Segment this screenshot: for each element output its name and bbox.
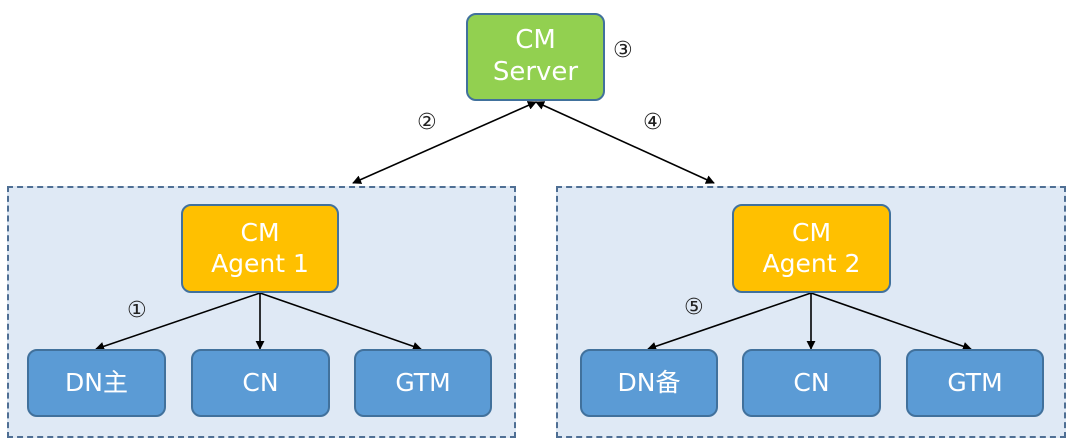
cm-agent-1-line1: CM — [240, 218, 280, 247]
cm-server-line1: CM — [515, 25, 556, 56]
dn-primary-label: DN主 — [65, 367, 128, 397]
cm-agent-2-line1: CM — [791, 218, 832, 247]
link-agent2-dn — [647, 292, 812, 351]
gtm-node-1: GTM — [354, 349, 492, 417]
link-server-agent2 — [535, 101, 715, 184]
link-agent1-gtm — [259, 292, 422, 351]
cm-server-node: CM Server — [466, 13, 605, 101]
step-marker-4: ④ — [643, 110, 663, 135]
step-marker-5: ⑤ — [684, 295, 704, 320]
step-marker-3: ③ — [613, 38, 633, 63]
cm-agent-2-node: CM Agent 2 — [732, 204, 891, 293]
cm-agent-2-line2: Agent 2 — [762, 248, 861, 278]
dn-standby-label: DN备 — [617, 367, 681, 397]
step-marker-2: ② — [417, 110, 437, 135]
cm-server-line2: Server — [492, 57, 579, 87]
link-agent1-dn — [95, 292, 261, 351]
cm-agent-1-line2: Agent 1 — [211, 248, 309, 278]
cn-node-2-label: CN — [793, 367, 830, 397]
cn-node-1: CN — [191, 349, 330, 417]
gtm-node-2: GTM — [906, 349, 1044, 417]
link-agent2-gtm — [810, 292, 972, 351]
step-marker-1: ① — [127, 298, 147, 323]
link-server-agent1 — [352, 101, 537, 184]
cn-node-2: CN — [742, 349, 881, 417]
cm-agent-1-node: CM Agent 1 — [181, 204, 339, 293]
gtm-node-1-label: GTM — [395, 367, 451, 397]
gtm-node-2-label: GTM — [947, 367, 1003, 397]
cn-node-1-label: CN — [242, 367, 279, 397]
dn-primary-node: DN主 — [27, 349, 166, 417]
dn-standby-node: DN备 — [580, 349, 718, 417]
